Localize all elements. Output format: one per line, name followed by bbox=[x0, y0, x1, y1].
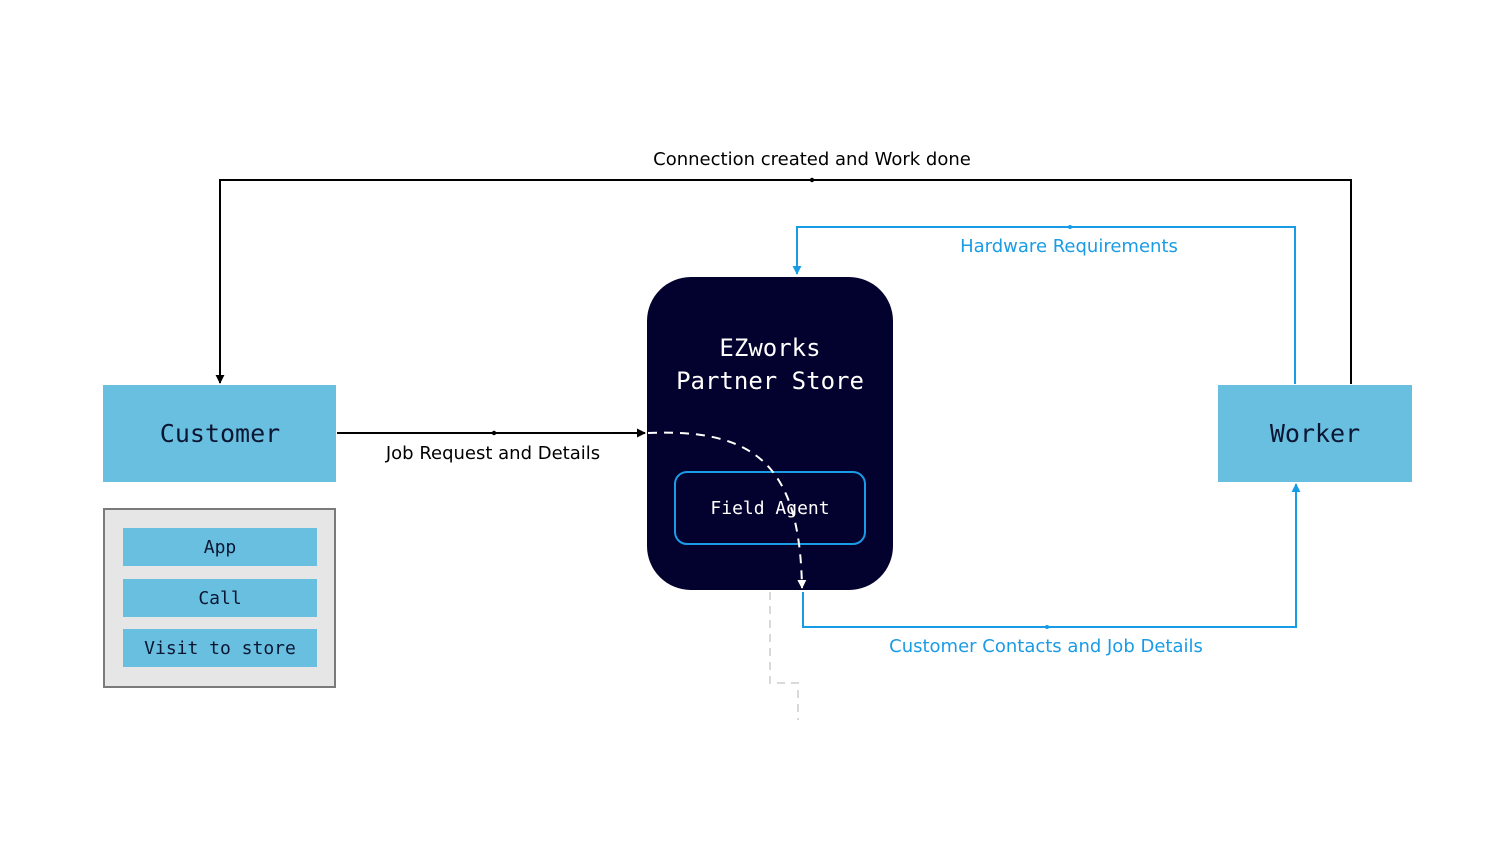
partner-store-node[interactable]: EZworks Partner Store Field Agent bbox=[647, 277, 893, 590]
channel-call-label: Call bbox=[198, 588, 241, 609]
customer-label: Customer bbox=[160, 419, 280, 448]
channel-app-label: App bbox=[204, 537, 237, 558]
channels-panel: App Call Visit to store bbox=[103, 508, 336, 688]
customer-node[interactable]: Customer bbox=[103, 385, 336, 482]
edge-hardware-requirements-label: Hardware Requirements bbox=[960, 236, 1178, 257]
worker-label: Worker bbox=[1270, 419, 1360, 448]
channel-call[interactable]: Call bbox=[123, 579, 317, 617]
edge-job-request-midpoint bbox=[491, 430, 497, 436]
partner-store-title-line2: Partner Store bbox=[676, 367, 864, 395]
channel-visit-store-label: Visit to store bbox=[144, 638, 296, 659]
edge-job-request-label: Job Request and Details bbox=[385, 443, 600, 464]
channel-app-box bbox=[123, 528, 317, 566]
channel-visit-store-box bbox=[123, 629, 317, 667]
partner-store-title-line1: EZworks bbox=[719, 334, 820, 362]
internal-dashed-flow bbox=[647, 431, 807, 589]
channel-visit-store[interactable]: Visit to store bbox=[123, 629, 317, 667]
edge-customer-contacts bbox=[802, 483, 1301, 628]
customer-box bbox=[103, 385, 336, 482]
field-agent-node[interactable]: Field Agent bbox=[674, 471, 866, 545]
worker-node[interactable]: Worker bbox=[1218, 385, 1412, 482]
worker-box bbox=[1218, 385, 1412, 482]
channel-app[interactable]: App bbox=[123, 528, 317, 566]
edge-connection-done bbox=[215, 179, 1352, 384]
edge-connection-done-midpoint bbox=[809, 177, 815, 183]
field-agent-label: Field Agent bbox=[710, 498, 829, 519]
edge-hardware-requirements bbox=[792, 226, 1296, 384]
edge-hardware-midpoint bbox=[1068, 225, 1072, 229]
channel-call-box bbox=[123, 579, 317, 617]
edge-connection-done-label: Connection created and Work done bbox=[653, 149, 971, 170]
field-agent-box bbox=[674, 471, 866, 545]
faint-dashed-trail bbox=[769, 592, 799, 720]
edge-customer-contacts-label: Customer Contacts and Job Details bbox=[889, 636, 1203, 657]
edge-customer-contacts-midpoint bbox=[1045, 625, 1049, 629]
